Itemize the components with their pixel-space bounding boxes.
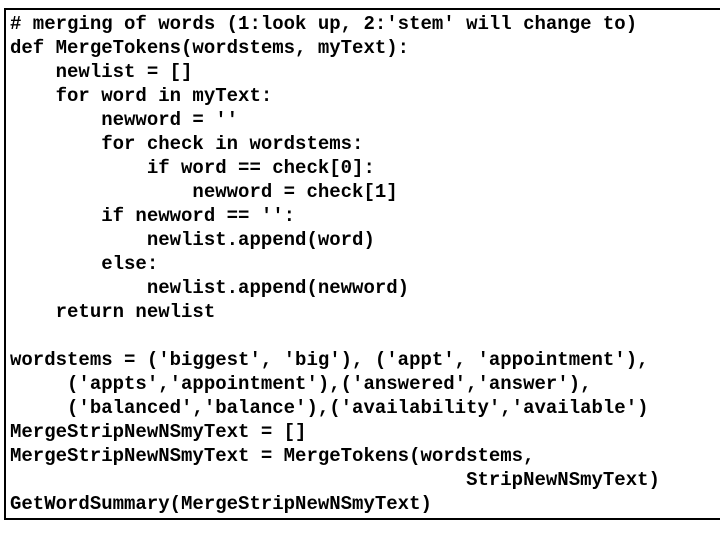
code-panel: # merging of words (1:look up, 2:'stem' … bbox=[4, 8, 720, 520]
code-text: # merging of words (1:look up, 2:'stem' … bbox=[10, 13, 660, 515]
